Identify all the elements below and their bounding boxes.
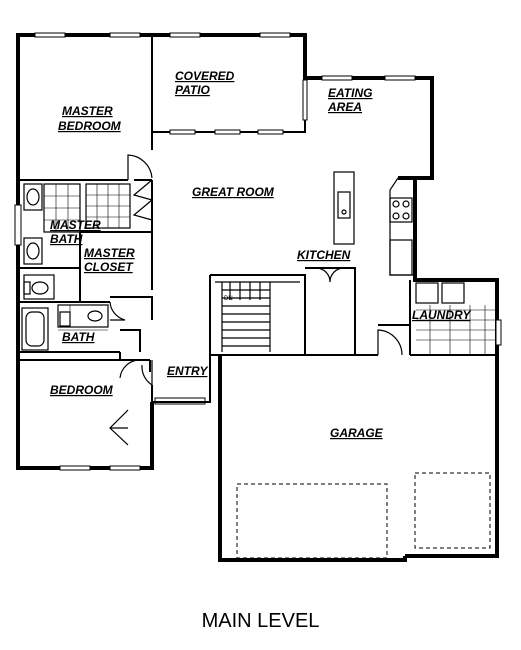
label-garage: GARAGE — [330, 426, 384, 440]
label-master-bath-1: MASTER — [50, 218, 101, 232]
label-master-bedroom-1: MASTER — [62, 104, 113, 118]
stair-dn-label: DN — [224, 296, 233, 302]
label-master-bedroom-2: BEDROOM — [58, 119, 122, 133]
stairs: DN — [215, 281, 300, 352]
bath-fixtures — [21, 304, 109, 351]
label-eating-area-1: EATING — [328, 86, 372, 100]
kitchen-fixtures — [333, 171, 415, 276]
room-labels: MASTER BEDROOM COVERED PATIO EATING AREA… — [50, 69, 471, 440]
label-master-closet-2: CLOSET — [84, 260, 134, 274]
plan-caption: MAIN LEVEL — [201, 610, 320, 632]
label-covered-patio-1: COVERED — [175, 69, 235, 83]
laundry-fixtures — [415, 282, 495, 354]
garage-parking — [236, 472, 491, 559]
label-entry: ENTRY — [167, 364, 208, 378]
label-bedroom: BEDROOM — [50, 383, 114, 397]
label-eating-area-2: AREA — [327, 100, 362, 114]
interior-walls — [18, 35, 497, 403]
label-master-bath-2: BATH — [50, 232, 83, 246]
label-covered-patio-2: PATIO — [175, 83, 211, 97]
master-bath-fixtures — [23, 183, 131, 300]
label-kitchen: KITCHEN — [297, 248, 351, 262]
label-master-closet-1: MASTER — [84, 246, 135, 260]
label-laundry: LAUNDRY — [412, 308, 471, 322]
label-great-room: GREAT ROOM — [192, 185, 275, 199]
label-bath: BATH — [62, 330, 95, 344]
doors — [109, 154, 403, 446]
